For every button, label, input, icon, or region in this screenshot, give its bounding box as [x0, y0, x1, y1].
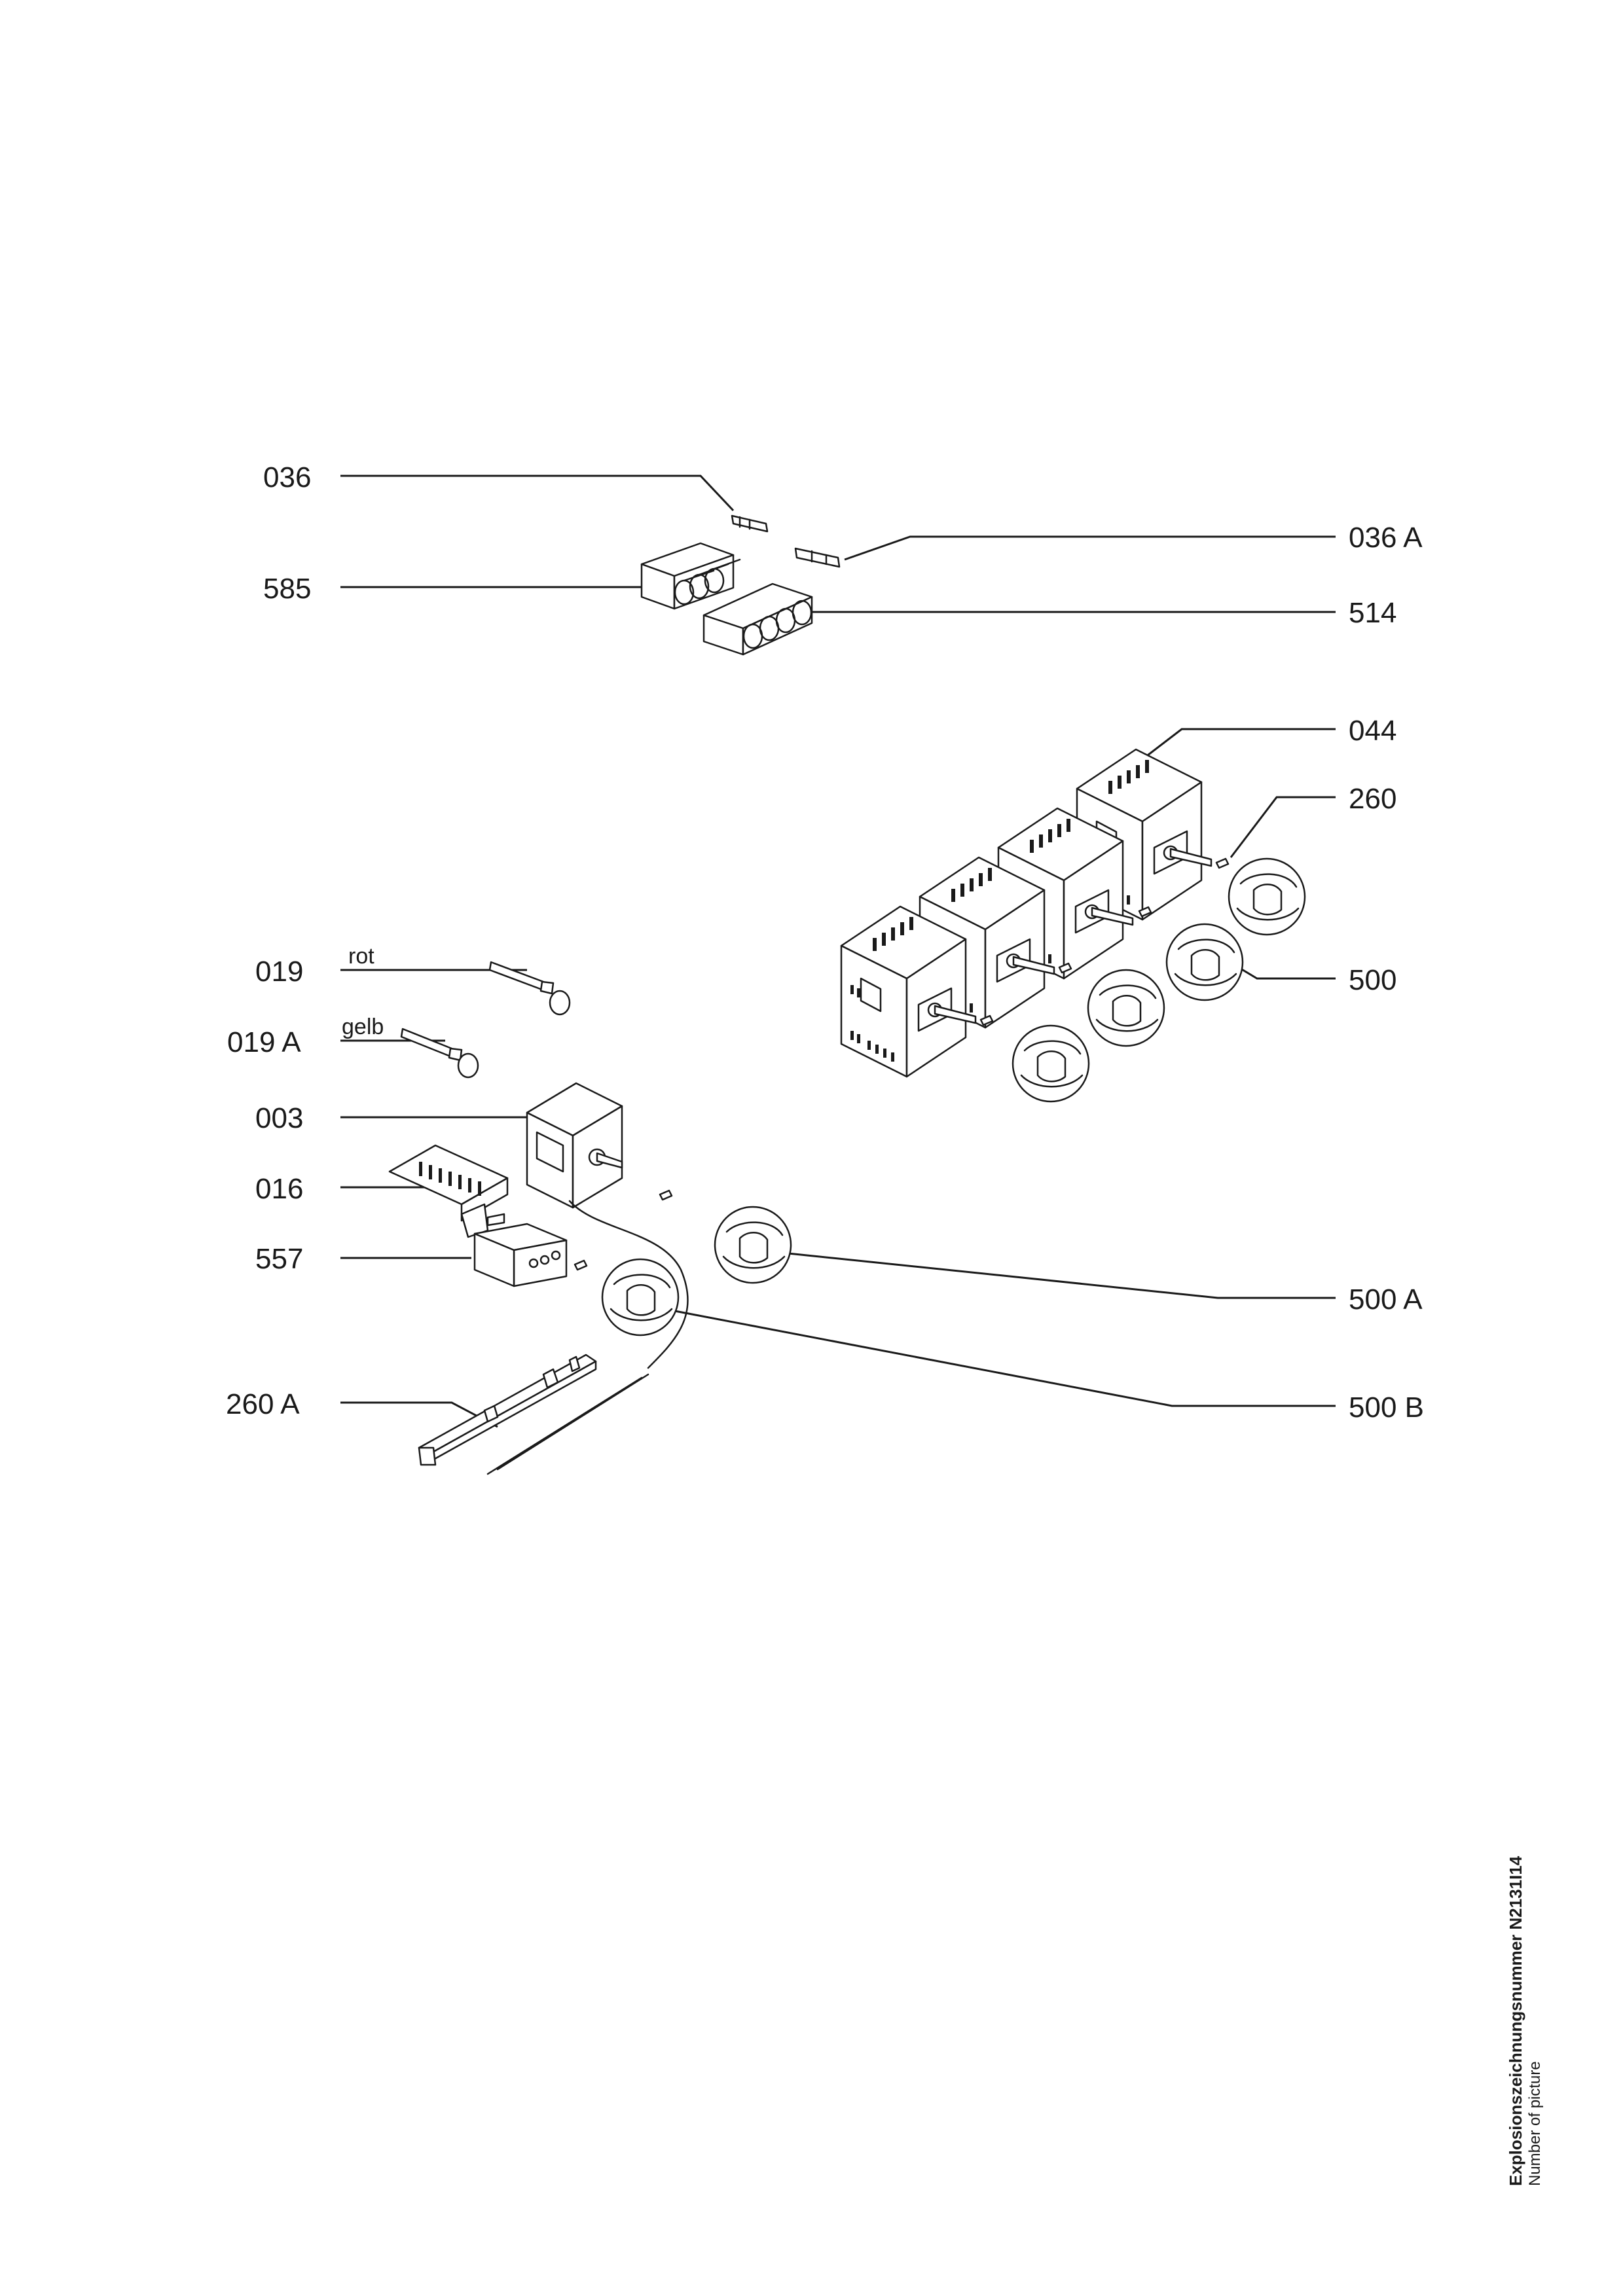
label-514: 514 [1349, 597, 1396, 629]
label-500b: 500 B [1349, 1391, 1424, 1424]
part-019a-lamp [400, 1028, 479, 1079]
part-019-lamp [488, 961, 571, 1016]
part-260a-rail [418, 1354, 649, 1475]
leader-036a [844, 535, 1336, 561]
part-036 [731, 514, 769, 533]
label-260: 260 [1349, 783, 1396, 815]
label-585: 585 [263, 573, 311, 605]
leader-260 [1230, 796, 1336, 858]
part-557-bracket [473, 1223, 568, 1287]
label-044: 044 [1349, 715, 1396, 747]
part-500b-knob [601, 1258, 680, 1336]
part-585-terminal-block [640, 542, 741, 610]
label-260a: 260 A [226, 1388, 300, 1420]
leader-500b [664, 1308, 1336, 1407]
leader-500a [769, 1250, 1336, 1299]
label-500: 500 [1349, 964, 1396, 996]
label-036: 036 [263, 461, 311, 493]
label-019a-color: gelb [342, 1014, 384, 1039]
picture-number-title: Explosionszeichnungsnummer N2131I14 [1506, 1856, 1525, 2186]
label-003: 003 [255, 1102, 303, 1134]
label-036a: 036 A [1349, 522, 1423, 554]
label-557: 557 [255, 1243, 303, 1275]
label-016: 016 [255, 1173, 303, 1205]
label-019-color: rot [348, 944, 374, 969]
label-019a: 019 A [227, 1026, 301, 1058]
label-019: 019 [255, 956, 303, 988]
label-500a: 500 A [1349, 1283, 1423, 1316]
part-003-thermostat [526, 1082, 689, 1369]
part-labels: 036 036 A 585 514 044 260 500 019 rot 01… [226, 461, 1424, 1424]
part-500a-knob [714, 1206, 792, 1284]
part-036a [794, 547, 841, 568]
part-514-terminal-block [702, 583, 813, 656]
part-016-selector-switch [388, 1144, 509, 1238]
picture-number-note: Explosionszeichnungsnummer N2131I14 Numb… [1506, 1856, 1544, 2186]
picture-number-subtitle: Number of picture [1526, 2061, 1544, 2186]
leader-044 [1142, 728, 1336, 761]
leader-036 [340, 475, 735, 512]
